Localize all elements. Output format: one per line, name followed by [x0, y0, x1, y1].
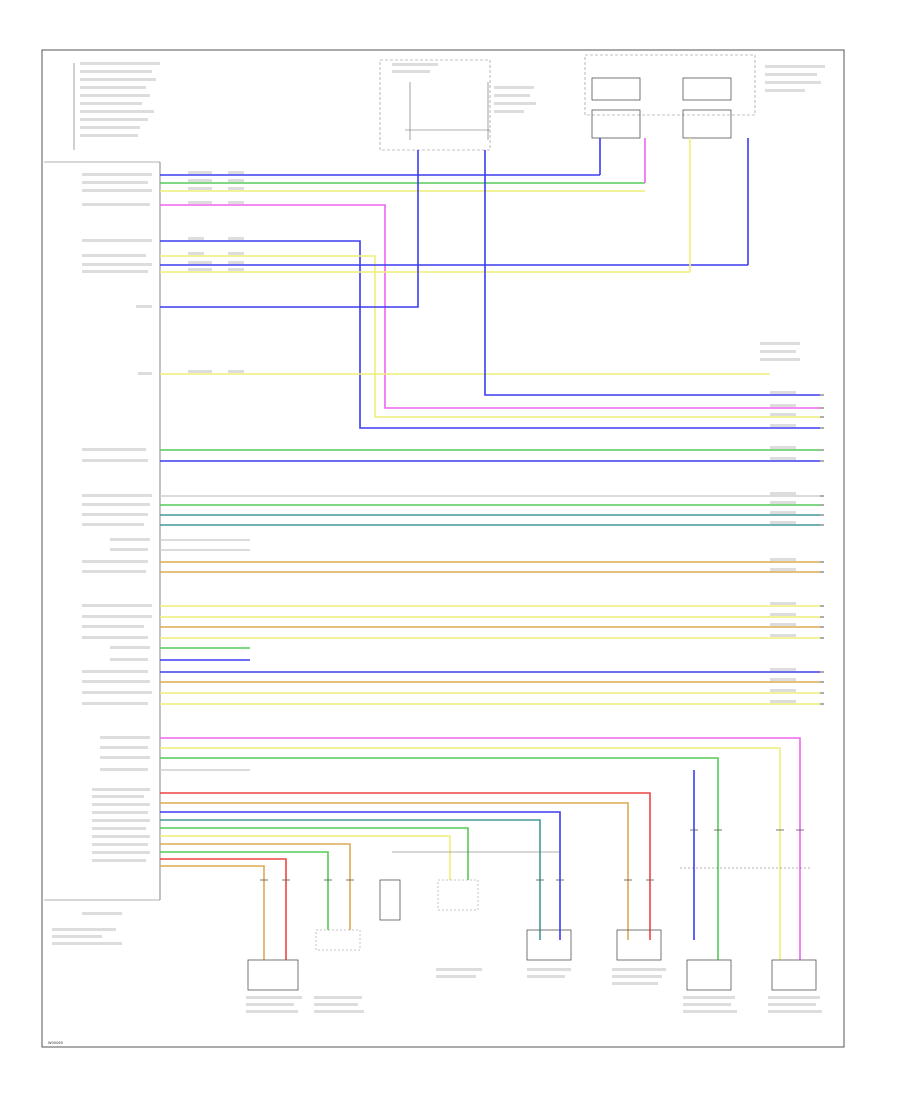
passenger-seat-module: [584, 54, 825, 139]
horizontal-wires: [160, 150, 820, 960]
diagram-frame: [41, 49, 845, 1048]
restraints-control-module: [44, 161, 161, 945]
vertical-wires-top: [599, 138, 749, 940]
left-front-impact-sensor: [771, 959, 817, 991]
notes-block: [73, 62, 160, 150]
driver-seat-belt-switch: [526, 929, 572, 961]
seat-belt-sensor: [379, 879, 401, 921]
bottom-components: [246, 879, 822, 1013]
left-front-side-impact-sensor: [616, 929, 662, 961]
right-front-impact-sensor: [686, 959, 732, 991]
pin-label-bars: [82, 173, 152, 915]
fuse-junction-block: [379, 59, 536, 151]
footer-code: W00065: [48, 1041, 63, 1045]
passenger-occupant-sensor: [247, 959, 299, 991]
wire-color-labels: [188, 171, 800, 703]
right-terminals: [820, 394, 824, 705]
connector-ticks: [260, 829, 812, 881]
